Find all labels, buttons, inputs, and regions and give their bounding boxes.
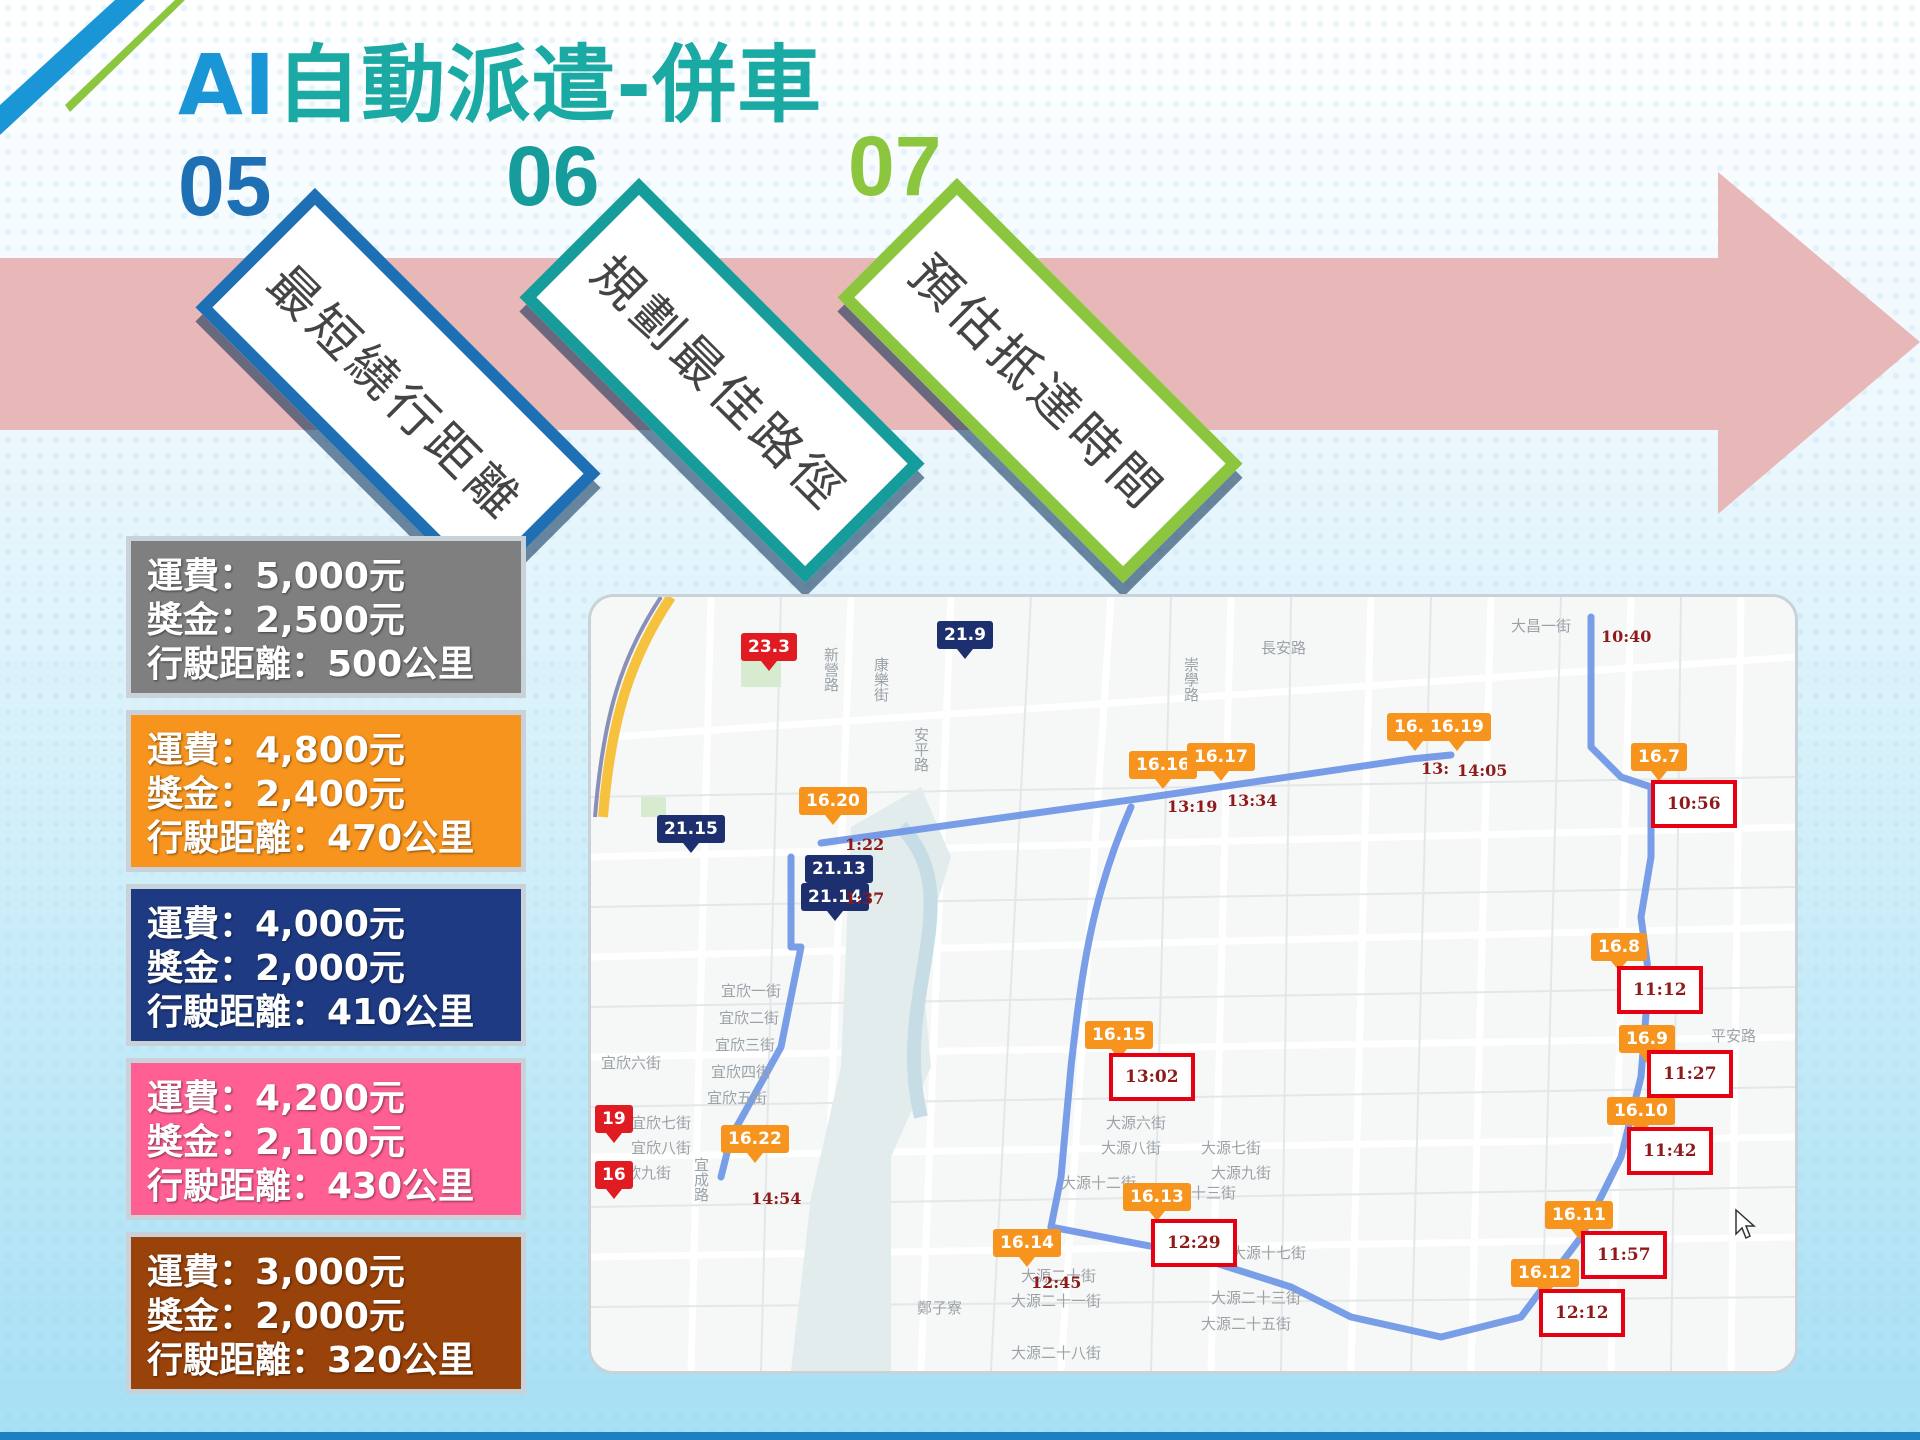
map-marker[interactable]: 16: [595, 1161, 633, 1199]
road-name: 大源二十一街: [1011, 1292, 1102, 1310]
road-name: 大源六街: [1106, 1114, 1167, 1132]
driver-card-gray: 運費：5,000元 獎金：2,500元 行駛距離：500公里: [126, 536, 526, 698]
map-marker[interactable]: 16.19: [1423, 713, 1491, 751]
road-name: 康樂街: [872, 657, 890, 702]
fare-text: 運費：5,000元: [147, 556, 405, 597]
map-marker[interactable]: 16.7: [1631, 743, 1687, 781]
step-number-06: 06: [506, 129, 600, 223]
map-marker[interactable]: 16.11: [1545, 1201, 1613, 1239]
eta-box: 10:56: [1651, 780, 1737, 828]
eta-box: 11:57: [1581, 1231, 1667, 1279]
road-name: 鄭子寮: [917, 1299, 963, 1317]
road-name: 大源二十三街: [1211, 1289, 1302, 1307]
mouse-cursor-icon: [1735, 1208, 1756, 1240]
step-number-05: 05: [178, 139, 272, 233]
bonus-text: 獎金：2,000元: [147, 948, 405, 989]
driver-card-orange: 運費：4,800元 獎金：2,400元 行駛距離：470公里: [126, 710, 526, 872]
road-name: 安平路: [912, 727, 930, 772]
eta-label: 14:54: [751, 1189, 802, 1208]
eta-label: 13:34: [1227, 791, 1278, 810]
road-name: 大源十二街: [1061, 1174, 1137, 1192]
road-name: 大源二十街: [1021, 1267, 1097, 1285]
distance-text: 行駛距離：430公里: [147, 1166, 475, 1207]
map-marker[interactable]: 16.22: [721, 1125, 789, 1163]
footer-line: [0, 1432, 1920, 1440]
distance-text: 行駛距離：470公里: [147, 818, 475, 859]
road-name: 宜欣三街: [715, 1036, 776, 1054]
map-marker[interactable]: 23.3: [741, 633, 797, 671]
map-marker[interactable]: 16.9: [1619, 1025, 1675, 1063]
road-name: 宜欣六街: [601, 1054, 662, 1072]
road-name: 大源二十五街: [1201, 1315, 1292, 1333]
map-marker[interactable]: 16.15: [1085, 1021, 1153, 1059]
road-name: 宜成路: [692, 1157, 710, 1202]
eta-box: 12:29: [1151, 1219, 1237, 1267]
eta-label: 1:37: [845, 889, 885, 908]
eta-box: 12:12: [1539, 1289, 1625, 1337]
eta-label: 13:19: [1167, 797, 1218, 816]
map-marker[interactable]: 16.16: [1129, 751, 1197, 789]
map-marker[interactable]: 16.20: [799, 787, 867, 825]
road-name: 長安路: [1261, 639, 1307, 657]
road-name: 崇學路: [1182, 657, 1200, 702]
eta-box: 11:42: [1627, 1127, 1713, 1175]
road-name: 大源十七街: [1231, 1244, 1307, 1262]
distance-text: 行駛距離：320公里: [147, 1340, 475, 1381]
fare-text: 運費：3,000元: [147, 1252, 405, 1293]
bonus-text: 獎金：2,500元: [147, 600, 405, 641]
bonus-text: 獎金：2,100元: [147, 1122, 405, 1163]
map-marker[interactable]: 21.9: [937, 621, 993, 659]
eta-label: 1:22: [845, 835, 885, 854]
road-name: 宜欣一街: [721, 982, 782, 1000]
map-marker[interactable]: 16.8: [1591, 933, 1647, 971]
map-marker[interactable]: 16.10: [1607, 1097, 1675, 1135]
map-marker[interactable]: 21.15: [657, 815, 725, 853]
fare-text: 運費：4,000元: [147, 904, 405, 945]
distance-text: 行駛距離：500公里: [147, 644, 475, 685]
map-marker[interactable]: 16.14: [993, 1229, 1061, 1267]
fare-text: 運費：4,200元: [147, 1078, 405, 1119]
map-marker[interactable]: 16.12: [1511, 1259, 1579, 1297]
road-name: 宜欣七街: [631, 1114, 692, 1132]
road-name: 大源八街: [1101, 1139, 1162, 1157]
driver-card-navy: 運費：4,000元 獎金：2,000元 行駛距離：410公里: [126, 884, 526, 1046]
eta-box: 11:27: [1647, 1050, 1733, 1098]
driver-card-pink: 運費：4,200元 獎金：2,100元 行駛距離：430公里: [126, 1058, 526, 1220]
map-marker[interactable]: 21.14: [801, 883, 869, 921]
map-marker[interactable]: 21.13: [805, 855, 873, 893]
bonus-text: 獎金：2,400元: [147, 774, 405, 815]
road-name: 宜欣八街: [631, 1139, 692, 1157]
page-title: AI自動派遣-併車: [178, 18, 822, 139]
distance-text: 行駛距離：410公里: [147, 992, 475, 1033]
eta-box: 13:02: [1109, 1053, 1195, 1101]
eta-label: 10:40: [1601, 627, 1652, 646]
road-name: 大源二十八街: [1011, 1344, 1102, 1362]
driver-card-brown: 運費：3,000元 獎金：2,000元 行駛距離：320公里: [126, 1232, 526, 1394]
title-main: 自動派遣-併車: [276, 36, 823, 134]
route-map[interactable]: 新營路 康樂街 安平路 宜欣一街 宜欣二街 宜欣三街 宜欣四街 宜欣五街 宜欣六…: [588, 594, 1798, 1374]
road-name: 大昌一街: [1511, 617, 1572, 635]
map-marker[interactable]: 16.17: [1187, 743, 1255, 781]
title-prefix: AI: [178, 36, 277, 134]
road-name: 宜欣四街: [711, 1063, 772, 1081]
road-name: 宜欣二街: [719, 1009, 780, 1027]
eta-box: 11:12: [1617, 966, 1703, 1014]
road-name: 大源九街: [1211, 1164, 1272, 1182]
eta-label: 12:45: [1031, 1273, 1082, 1292]
map-marker[interactable]: 16.13: [1123, 1183, 1191, 1221]
map-marker[interactable]: 19: [595, 1105, 633, 1143]
road-name: 大源七街: [1201, 1139, 1262, 1157]
eta-label: 14:05: [1457, 761, 1508, 780]
road-name: 宜欣五街: [707, 1089, 768, 1107]
step-number-07: 07: [848, 119, 942, 213]
corner-stripes: [0, 0, 185, 135]
fare-text: 運費：4,800元: [147, 730, 405, 771]
eta-label: 13:: [1421, 759, 1450, 778]
road-name: 新營路: [822, 647, 840, 692]
road-name: 平安路: [1711, 1027, 1757, 1045]
bonus-text: 獎金：2,000元: [147, 1296, 405, 1337]
